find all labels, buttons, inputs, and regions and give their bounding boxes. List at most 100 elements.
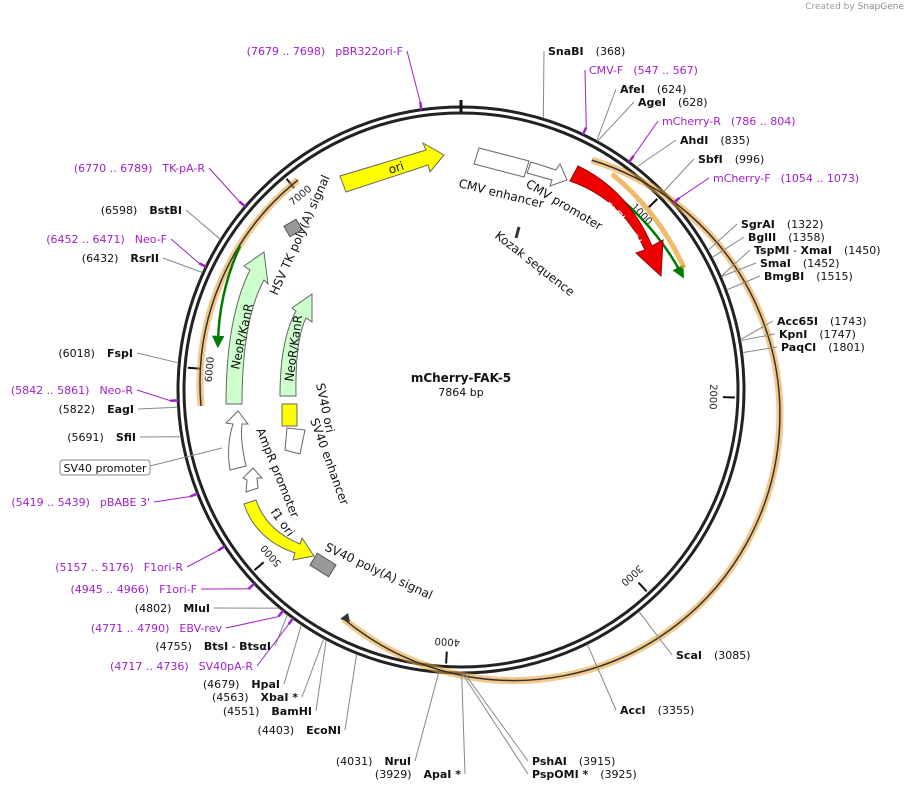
enzyme-site[interactable]: (4551)BamHI	[223, 705, 312, 718]
primer-site[interactable]: (7679 .. 7698)pBR322ori-F	[247, 45, 403, 58]
enzyme-leader	[464, 673, 529, 762]
enzyme-site[interactable]: (4802) MluI	[135, 602, 210, 615]
primer-text: EBV-rev	[179, 622, 222, 635]
kozak-label: Kozak sequence	[492, 228, 577, 299]
enzyme-text: SmaI	[760, 257, 791, 270]
enzyme-site[interactable]: TspMI - XmaI(1450)	[754, 244, 881, 257]
enzyme-site[interactable]: PshAI (3915)	[532, 755, 615, 768]
enzyme-site[interactable]: PspOMI *(3925)	[532, 768, 637, 781]
enzyme-site[interactable]: AccI(3355)	[620, 704, 694, 717]
enzyme-site[interactable]: AfeI(624)	[620, 83, 686, 96]
enzyme-site[interactable]: BmgBI(1515)	[764, 270, 853, 283]
enzyme-site[interactable]: (6432)RsrII	[82, 252, 159, 265]
neo-feature-2	[279, 293, 313, 397]
enzyme-site[interactable]: AgeI(628)	[638, 96, 708, 109]
primer-text: CMV-F	[589, 64, 623, 77]
primer-site[interactable]: (4945 .. 4966)F1ori-F	[71, 583, 198, 596]
primer-site[interactable]: mCherry-R(786 .. 804)	[662, 115, 795, 128]
primer-leader	[256, 624, 289, 667]
enzyme-site[interactable]: SnaBI(368)	[548, 45, 625, 58]
enzyme-text: SgrAI	[741, 218, 775, 231]
enzyme-site[interactable]: BglII(1358)	[748, 231, 825, 244]
enzyme-text: (1801)	[828, 341, 865, 354]
primer-site[interactable]: (4717 .. 4736) SV40pA-R	[110, 660, 253, 673]
primer-site[interactable]: (5842 .. 5861)Neo-R	[11, 384, 133, 397]
site-labels: SnaBI(368) AfeI(624)AgeI(628) AhdI(835) Sbf…	[11, 45, 881, 781]
primer-site-mark	[672, 196, 681, 205]
plasmid-size: 7864 bp	[438, 386, 483, 399]
tick-mark	[445, 651, 448, 664]
enzyme-text: EcoNI	[306, 724, 341, 737]
enzyme-text: (3085)	[714, 649, 751, 662]
enzyme-text: (6598)	[101, 204, 138, 217]
tick-label: 4000	[434, 635, 460, 647]
label-leaders	[136, 50, 778, 775]
primer-site[interactable]: mCherry-F(1054 .. 1073)	[713, 172, 859, 185]
primer-site-mark	[418, 101, 423, 110]
sv40-promoter-label: SV40 promoter	[63, 462, 147, 475]
enzyme-site[interactable]: (6018)FspI	[58, 347, 133, 360]
enzyme-text: (835)	[720, 134, 750, 147]
primer-text: mCherry-F	[713, 172, 771, 185]
enzyme-text: PspOMI *	[532, 768, 589, 781]
enzyme-text: HpaI	[251, 678, 280, 691]
enzyme-text: (1743)	[830, 315, 867, 328]
enzyme-site[interactable]: (4031)NruI	[336, 755, 411, 768]
enzyme-site[interactable]: Acc65I(1743)	[777, 315, 867, 328]
tick-label: 6000	[204, 356, 217, 382]
primer-leader	[208, 167, 240, 202]
enzyme-site[interactable]: (5691)SfiI	[67, 431, 136, 444]
enzyme-text: (1452)	[803, 257, 840, 270]
enzyme-leader	[162, 257, 203, 273]
enzyme-text: MluI	[183, 602, 210, 615]
enzyme-text: (624)	[657, 83, 687, 96]
enzyme-leader	[740, 320, 774, 341]
ori-label: ori	[387, 159, 406, 177]
enzyme-site[interactable]: (5822)EagI	[59, 403, 134, 416]
enzyme-text: (3915)	[579, 755, 616, 768]
primer-text: (4717 .. 4736)	[110, 660, 189, 673]
enzyme-text: ApaI *	[424, 768, 462, 781]
enzyme-site[interactable]: SbfI(996)	[698, 153, 764, 166]
credit-prefix: Created by	[805, 2, 855, 12]
primer-site[interactable]: (6770 .. 6789)TK-pA-R	[74, 162, 206, 175]
enzyme-site[interactable]: AhdI(835)	[680, 134, 750, 147]
enzyme-text: PshAI	[532, 755, 567, 768]
tick-mark	[648, 198, 659, 208]
enzyme-text: NruI	[384, 755, 411, 768]
primer-site[interactable]: (4771 .. 4790)EBV-rev	[91, 622, 223, 635]
primer-site[interactable]: (6452 .. 6471)Neo-F	[46, 233, 167, 246]
primer-site[interactable]: (5157 .. 5176)F1ori-R	[55, 561, 183, 574]
enzyme-site[interactable]: SmaI (1452)	[760, 257, 839, 270]
primer-text: mCherry-R	[662, 115, 721, 128]
enzyme-text: PaqCI	[781, 341, 816, 354]
primer-site-mark	[627, 155, 635, 163]
primer-text: pBABE 3'	[100, 496, 150, 509]
cmv-promoter-feature	[526, 161, 568, 187]
enzyme-leader	[315, 639, 327, 712]
enzyme-site[interactable]: (4755)BtsI - BtsαI	[155, 640, 271, 653]
enzyme-text: ScaI	[676, 649, 702, 662]
primer-text: (5157 .. 5176)	[55, 561, 134, 574]
primer-site[interactable]: (5419 .. 5439)pBABE 3'	[11, 496, 150, 509]
enzyme-text: BtsαI	[239, 640, 271, 653]
enzyme-leader	[137, 406, 178, 410]
neo-feature-1	[225, 251, 269, 405]
enzyme-text: (4802)	[135, 602, 172, 615]
enzyme-site[interactable]: KpnI(1747)	[779, 328, 856, 341]
enzyme-text: BglII	[748, 231, 776, 244]
enzyme-site[interactable]: ScaI (3085)	[676, 649, 751, 662]
enzyme-site[interactable]: (4679)HpaI	[203, 678, 280, 691]
enzyme-text: (4755)	[155, 640, 192, 653]
enzyme-site[interactable]: (6598)BstBI	[101, 204, 182, 217]
enzyme-site[interactable]: PaqCI (1801)	[781, 341, 865, 354]
enzyme-site[interactable]: (4563)XbaI *	[212, 691, 298, 704]
primer-band-mcherry	[610, 172, 687, 270]
primer-site[interactable]: CMV-F(547 .. 567)	[589, 64, 698, 77]
enzyme-text: (5822)	[59, 403, 96, 416]
enzyme-site[interactable]: SgrAI(1322)	[741, 218, 823, 231]
enzyme-site[interactable]: (4403)EcoNI	[258, 724, 341, 737]
enzyme-site[interactable]: (3929)ApaI *	[375, 768, 461, 781]
enzyme-text: TspMI	[754, 244, 790, 257]
primer-text: SV40pA-R	[199, 660, 254, 673]
